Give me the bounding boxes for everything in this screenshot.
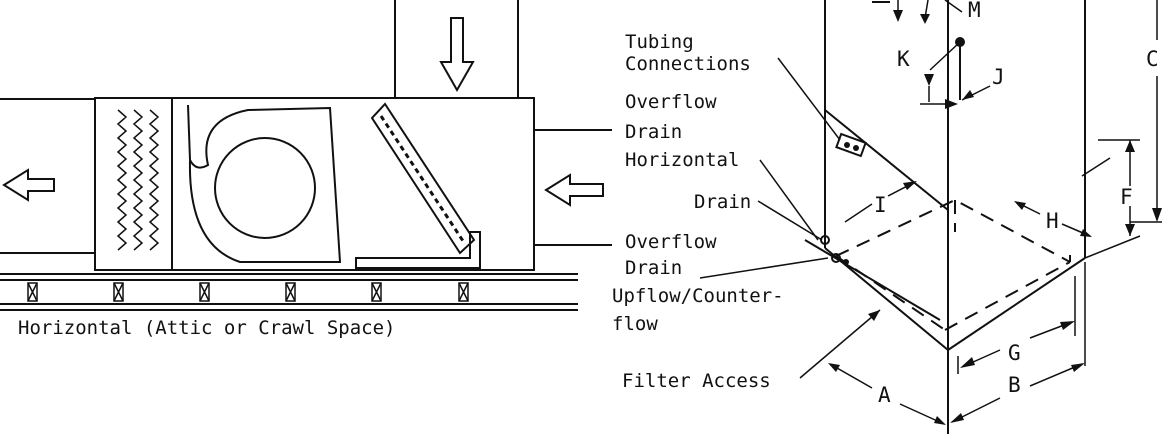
dim-j: J <box>992 65 1005 89</box>
label-overflow-u-4: flow <box>612 313 658 335</box>
label-drain: Drain <box>694 191 751 213</box>
dim-k-head <box>924 74 934 86</box>
return-air-arrow-left <box>544 173 604 207</box>
overflow-u-leader <box>699 257 829 279</box>
dim-i: I <box>874 193 887 217</box>
dim-top-partial-head <box>893 10 903 22</box>
dim-f-ext-top <box>1081 157 1111 177</box>
filter-slot <box>804 239 941 321</box>
left-face-diagonal <box>824 109 949 211</box>
dim-i-head <box>903 181 917 190</box>
coil-fins <box>379 115 467 245</box>
dim-m-leader <box>944 0 963 13</box>
horizontal-unit-view: Horizontal (Attic or Crawl Space) <box>0 0 610 339</box>
upflow-unit-view <box>804 0 1086 351</box>
joist-blocks <box>27 282 469 302</box>
dim-i-line-1 <box>844 203 873 223</box>
label-overflow-h-2: Drain <box>625 121 682 143</box>
overflow-fitting-2 <box>843 259 849 265</box>
dim-f-head-bottom <box>1125 224 1135 236</box>
dim-k: K <box>897 47 910 71</box>
horizontal-caption: Horizontal (Attic or Crawl Space) <box>18 317 396 339</box>
overflow-fitting <box>831 253 841 263</box>
dim-h-head-1 <box>1014 201 1026 210</box>
dim-g-head-2 <box>1060 321 1075 330</box>
dim-f-head-top <box>1125 140 1135 152</box>
heating-element-2 <box>132 109 144 251</box>
dim-a: A <box>878 383 891 407</box>
dim-h-head-2 <box>1080 229 1092 237</box>
label-filter-access: Filter Access <box>622 370 771 392</box>
dim-j-head-2 <box>962 90 974 100</box>
dim-m-head-1 <box>920 14 930 24</box>
drain-fitting <box>820 235 830 245</box>
label-overflow-h-3: Horizontal <box>625 149 739 171</box>
blower-wheel <box>214 137 316 239</box>
dim-f-ext-bottom <box>1084 235 1141 259</box>
heating-element-3 <box>148 109 160 251</box>
unit-cabinet <box>94 97 535 271</box>
drain-leader <box>757 200 823 241</box>
label-overflow-u-3: Upflow/Counter- <box>612 285 784 307</box>
label-connections: Connections <box>625 53 751 75</box>
dim-j-head-1 <box>945 99 958 109</box>
dim-f: F <box>1120 185 1133 209</box>
dim-c-head <box>1152 208 1162 222</box>
tubing-port-2 <box>853 145 859 151</box>
label-overflow-u-1: Overflow <box>625 231 717 253</box>
filter-access-arrowhead <box>868 310 880 321</box>
dim-g: G <box>1008 341 1021 365</box>
filter-access-leader <box>799 309 881 379</box>
dim-b-head-2 <box>1071 363 1085 372</box>
dim-b: B <box>1008 373 1021 397</box>
filter-dash-2 <box>835 198 1071 263</box>
label-overflow-u-2: Drain <box>625 257 682 279</box>
tubing-port-1 <box>844 142 850 148</box>
blower-housing <box>187 104 342 263</box>
overflow-h-leader-to-fitting <box>759 159 819 241</box>
dim-c: C <box>1146 47 1159 71</box>
dim-m: M <box>968 0 981 22</box>
evaporator-coil <box>370 102 476 255</box>
tubing-connection-block <box>835 132 867 158</box>
heating-element-1 <box>116 109 128 251</box>
dim-a-head-1 <box>828 363 840 372</box>
base-right <box>947 257 1086 351</box>
drain-pan <box>355 231 481 269</box>
filter-dash-3 <box>944 261 1071 331</box>
supply-air-arrow <box>2 168 55 202</box>
dim-g-head-1 <box>960 357 975 368</box>
label-tubing: Tubing <box>625 31 694 53</box>
dim-h: H <box>1046 209 1059 233</box>
dimension-lines: M K J C F H I <box>828 0 1162 434</box>
dim-a-head-2 <box>934 416 946 425</box>
label-overflow-h-1: Overflow <box>625 91 717 113</box>
return-air-arrow-down <box>439 17 475 93</box>
tubing-leader <box>777 57 841 141</box>
dim-k-line <box>929 41 961 71</box>
dim-b-head-1 <box>950 413 964 423</box>
